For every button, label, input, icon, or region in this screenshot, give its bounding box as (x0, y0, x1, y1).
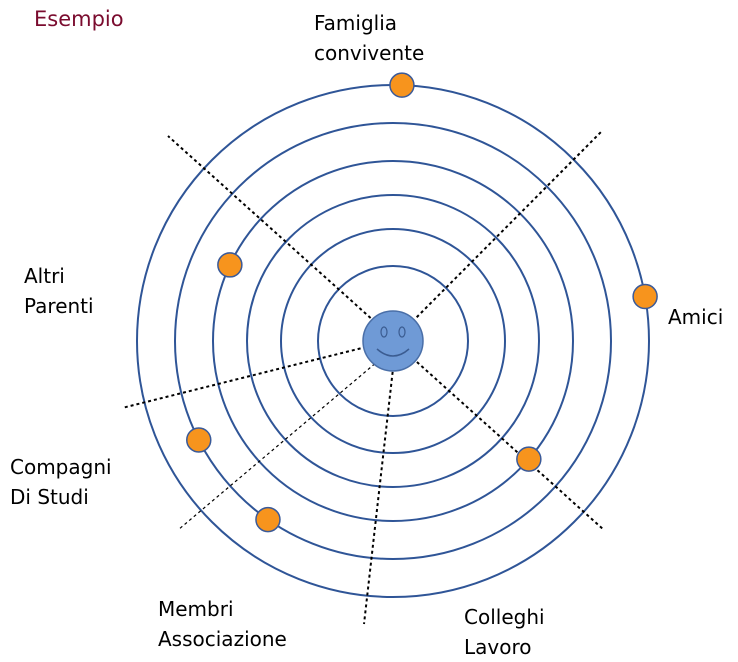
node-compagni (186, 427, 212, 453)
node-colleghi (516, 446, 542, 472)
divider-upper-left (167, 135, 385, 331)
person-nodes-group (186, 72, 658, 533)
smiley-face-circle (362, 310, 424, 372)
label-line: Altri (24, 264, 65, 288)
label-amici: Amici (668, 302, 723, 332)
label-line: Associazione (158, 627, 287, 651)
ring-3 (246, 194, 540, 488)
ring-1 (317, 265, 469, 417)
smiley-face-icon (362, 310, 424, 372)
smiley-right-eye (398, 326, 406, 338)
ring-5 (174, 122, 612, 560)
node-altri (217, 252, 243, 278)
slide-title: Esempio (34, 7, 124, 31)
label-line: Membri (158, 597, 234, 621)
label-line: Famiglia (314, 11, 398, 35)
label-line: Compagni (10, 455, 112, 479)
divider-lower-right (407, 353, 605, 531)
label-colleghi-lavoro: Colleghi Lavoro (464, 602, 545, 662)
label-line: Di Studi (10, 485, 89, 509)
smiley-left-eye (380, 326, 388, 338)
sector-dividers-group (121, 130, 605, 625)
label-line: Amici (668, 305, 724, 329)
node-famiglia (389, 72, 415, 98)
ring-2 (280, 228, 506, 454)
label-line: convivente (314, 41, 425, 65)
divider-left (121, 343, 379, 409)
node-membri (255, 506, 281, 533)
smiley-mouth (376, 348, 410, 357)
label-famiglia-convivente: Famiglia convivente (314, 8, 424, 68)
divider-lower-left (177, 355, 385, 531)
label-line: Lavoro (464, 635, 532, 659)
label-altri-parenti: Altri Parenti (24, 261, 94, 321)
divider-upper-right (403, 130, 603, 331)
label-line: Colleghi (464, 605, 545, 629)
divider-bottom (363, 359, 395, 625)
label-membri-associazione: Membri Associazione (158, 594, 287, 654)
ring-4 (212, 160, 574, 522)
node-amici (632, 283, 658, 310)
label-line: Parenti (24, 294, 94, 318)
rings-group (136, 84, 650, 598)
label-compagni-di-studi: Compagni Di Studi (10, 452, 112, 512)
